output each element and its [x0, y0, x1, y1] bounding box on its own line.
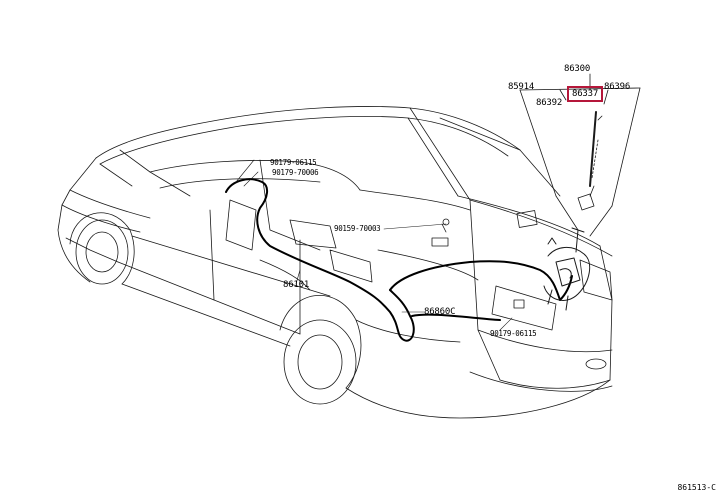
callout-90179-06115-upper[interactable]: 90179-06115	[270, 158, 317, 167]
callout-86396[interactable]: 86396	[604, 82, 631, 92]
antenna-assembly	[543, 227, 591, 311]
callout-86101[interactable]: 86101	[283, 280, 310, 290]
car-body	[57, 106, 613, 419]
callout-86337-highlighted[interactable]: 86337	[567, 86, 604, 102]
callout-leaders	[235, 159, 513, 331]
callout-90179-70006[interactable]: 90179-70006	[272, 168, 319, 177]
callout-90179-06115-lower[interactable]: 90179-06115	[490, 329, 537, 338]
callout-86860c[interactable]: 86860C	[424, 307, 456, 317]
figure-id: 861513-C	[677, 483, 716, 492]
antenna-cord	[225, 178, 573, 342]
callout-90159-70003[interactable]: 90159-70003	[334, 224, 381, 233]
callout-85914[interactable]: 85914	[508, 82, 535, 92]
callout-86300[interactable]: 86300	[564, 64, 591, 74]
callout-86392[interactable]: 86392	[536, 98, 563, 108]
